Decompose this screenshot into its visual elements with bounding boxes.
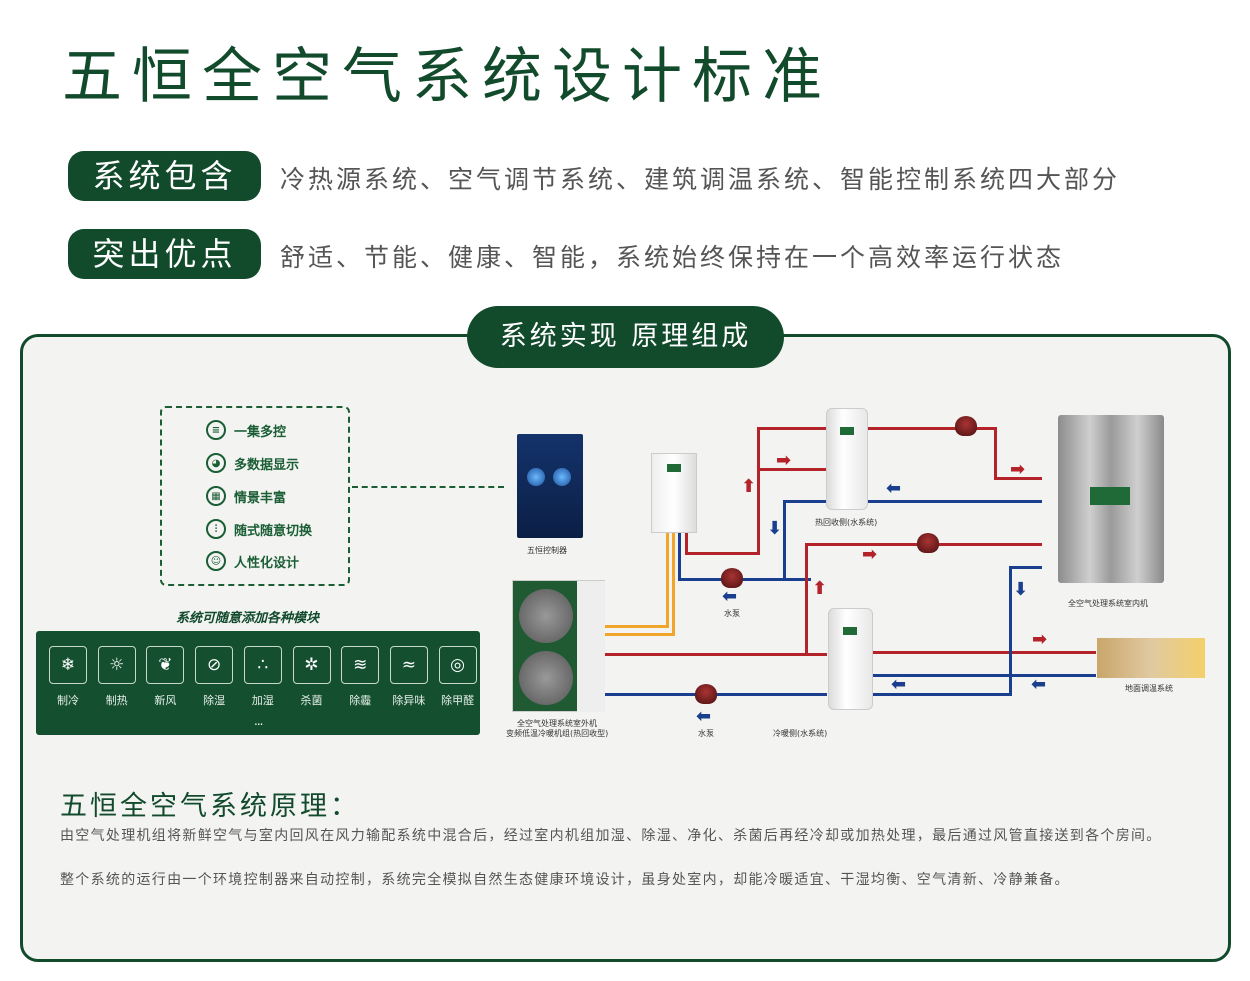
module-label: 杀菌 [300, 694, 323, 707]
panel-title: 系统实现 原理组成 [467, 306, 784, 368]
indoor-unit-label: 全空气处理系统室内机 [1068, 599, 1148, 608]
heat-recovery-tank-image [826, 408, 868, 510]
feature-item: ☺ 人性化设计 [206, 551, 299, 571]
outdoor-unit-image [512, 580, 605, 712]
flow-arrow-up-icon: ⬆ [741, 476, 757, 497]
haze-icon: ≋ [341, 646, 380, 684]
pump-label: 水泵 [698, 729, 714, 738]
feature-item: ◕ 多数据显示 [206, 453, 299, 473]
virus-slash-icon: ✲ [292, 646, 331, 684]
water-pump-icon [695, 684, 717, 704]
flow-arrow-right-icon: ➡ [1010, 459, 1026, 480]
principle-paragraph: 由空气处理机组将新鲜空气与室内回风在风力输配系统中混合后，经过室内机组加湿、除湿… [60, 828, 1162, 844]
module-4[interactable]: ∴ 加湿 [243, 646, 282, 708]
cold-warm-tank-image [828, 608, 873, 710]
formaldehyde-icon: ◎ [438, 646, 477, 684]
indoor-unit-image [1058, 415, 1164, 583]
sliders-icon: ⫶ [206, 519, 226, 539]
cold-warm-label: 冷暖侧(水系统) [773, 729, 828, 738]
layers-icon: ≡ [206, 420, 226, 440]
module-0[interactable]: ❄ 制冷 [49, 646, 87, 708]
controller-label: 五恒控制器 [527, 546, 567, 555]
module-label: 除异味 [392, 694, 426, 707]
droplets-icon: ∴ [243, 646, 282, 684]
feature-item: ⫶ 随式随意切换 [206, 519, 312, 539]
flow-arrow-left-icon: ⬅ [722, 586, 738, 607]
floor-heating-label: 地面调温系统 [1125, 684, 1173, 693]
feature-label: 人性化设计 [234, 555, 300, 571]
flow-arrow-down-icon: ⬇ [1013, 579, 1029, 600]
label-advantages: 突出优点 [68, 229, 261, 279]
label-system-includes: 系统包含 [68, 151, 261, 201]
flow-arrow-up-icon: ⬆ [812, 578, 828, 599]
module-label: 除甲醛 [441, 694, 475, 707]
water-pump-icon [955, 416, 977, 436]
pie-chart-icon: ◕ [206, 453, 226, 473]
drop-slash-icon: ⊘ [195, 646, 234, 684]
floor-heating-manifold-image [1097, 638, 1205, 678]
pump-label: 水泵 [724, 609, 740, 618]
sun-icon: ☼ [97, 646, 136, 684]
module-6[interactable]: ≋ 除霾 [341, 646, 380, 708]
leaf-icon: ❦ [146, 646, 185, 684]
module-label: 除湿 [203, 694, 226, 707]
feature-item: ▦ 情景丰富 [206, 486, 286, 506]
connector-line [352, 486, 504, 488]
snowflake-icon: ❄ [49, 646, 87, 684]
module-label: 加湿 [251, 694, 274, 707]
odor-icon: ≈ [389, 646, 428, 684]
module-5[interactable]: ✲ 杀菌 [292, 646, 331, 708]
hydro-module-image [651, 453, 697, 533]
module-3[interactable]: ⊘ 除湿 [195, 646, 234, 708]
controller-panel-image [517, 434, 583, 538]
principle-title: 五恒全空气系统原理： [60, 791, 360, 822]
water-pump-icon [721, 568, 743, 588]
scene-grid-icon: ▦ [206, 486, 226, 506]
outdoor-unit-label-2: 变频低温冷暖机组(热回收型) [506, 729, 609, 738]
flow-arrow-left-icon: ⬅ [696, 706, 712, 727]
more-modules: ... [254, 714, 264, 728]
module-label: 制热 [105, 694, 128, 707]
flow-arrow-right-icon: ➡ [862, 544, 878, 565]
feature-label: 情景丰富 [234, 490, 287, 506]
feature-label: 随式随意切换 [234, 523, 313, 539]
flow-arrow-down-icon: ⬇ [767, 518, 783, 539]
flow-arrow-right-icon: ➡ [1032, 629, 1048, 650]
controller-features-box: ≡ 一集多控 ◕ 多数据显示 ▦ 情景丰富 ⫶ 随式随意切换 ☺ 人性化设计 [160, 406, 350, 586]
advantages-text: 舒适、节能、健康、智能，系统始终保持在一个高效率运行状态 [280, 243, 1065, 272]
feature-label: 一集多控 [234, 424, 287, 440]
user-icon: ☺ [206, 551, 226, 571]
flow-arrow-right-icon: ➡ [776, 450, 792, 471]
module-8[interactable]: ◎ 除甲醛 [438, 646, 477, 708]
outdoor-unit-label-1: 全空气处理系统室外机 [517, 719, 597, 728]
heat-recovery-label: 热回收侧(水系统) [815, 518, 878, 527]
modules-box: ❄ 制冷 ☼ 制热 ❦ 新风 ⊘ 除湿 ∴ 加湿 ✲ 杀菌 ≋ 除霾 ≈ 除异味 ◎ 除甲醛 [36, 631, 480, 735]
flow-arrow-left-icon: ⬅ [1031, 674, 1047, 695]
module-label: 新风 [154, 694, 177, 707]
feature-item: ≡ 一集多控 [206, 420, 286, 440]
flow-arrow-left-icon: ⬅ [886, 478, 902, 499]
system-includes-text: 冷热源系统、空气调节系统、建筑调温系统、智能控制系统四大部分 [280, 165, 1121, 194]
module-label: 除霾 [349, 694, 372, 707]
flow-arrow-left-icon: ⬅ [891, 674, 907, 695]
module-label: 制冷 [57, 694, 79, 707]
modules-caption: 系统可随意添加各种模块 [176, 611, 320, 626]
module-2[interactable]: ❦ 新风 [146, 646, 185, 708]
water-pump-icon [917, 533, 939, 553]
principle-paragraph: 整个系统的运行由一个环境控制器来自动控制，系统完全模拟自然生态健康环境设计，虽身… [60, 872, 1070, 888]
module-7[interactable]: ≈ 除异味 [389, 646, 428, 708]
page-title: 五恒全空气系统设计标准 [62, 42, 832, 112]
feature-label: 多数据显示 [234, 457, 300, 473]
module-1[interactable]: ☼ 制热 [97, 646, 136, 708]
